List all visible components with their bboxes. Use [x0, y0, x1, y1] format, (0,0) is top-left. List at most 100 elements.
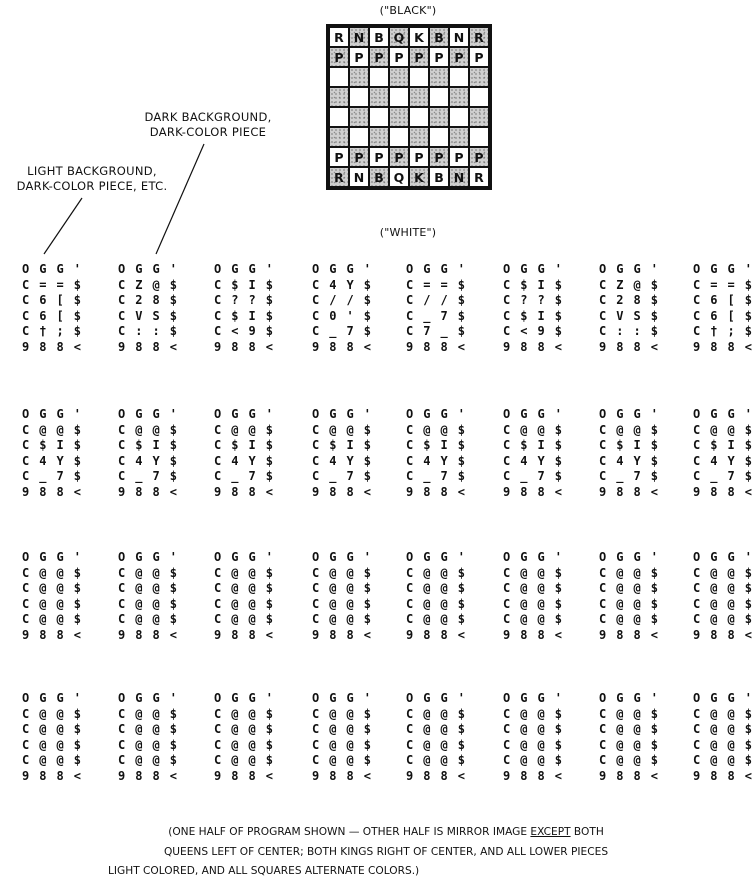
- code-line: C @ @ $: [503, 738, 563, 754]
- code-line: C @ @ $: [312, 566, 372, 582]
- code-line: C @ @ $: [118, 738, 178, 754]
- code-block: O G G 'C @ @ $C @ @ $C @ @ $C @ @ $9 8 8…: [599, 691, 659, 785]
- code-line: C $ I $: [22, 438, 82, 454]
- code-line: O G G ': [693, 691, 753, 707]
- code-line: 9 8 8 <: [214, 485, 274, 501]
- code-line: C @ @ $: [503, 597, 563, 613]
- code-line: C @ @ $: [406, 612, 466, 628]
- code-line: 9 8 8 <: [312, 485, 372, 501]
- footnote-line-3: LIGHT COLORED, AND ALL SQUARES ALTERNATE…: [96, 862, 676, 882]
- code-block: O G G 'C @ @ $C @ @ $C @ @ $C @ @ $9 8 8…: [406, 691, 466, 785]
- code-line: C $ I $: [503, 438, 563, 454]
- code-line: C @ @ $: [599, 722, 659, 738]
- code-line: C @ @ $: [406, 597, 466, 613]
- light-label-pointer: [44, 198, 82, 254]
- code-line: C @ @ $: [693, 612, 753, 628]
- code-line: 9 8 8 <: [22, 769, 82, 785]
- code-line: C @ @ $: [693, 423, 753, 439]
- code-line: O G G ': [312, 407, 372, 423]
- code-line: 9 8 8 <: [693, 628, 753, 644]
- code-line: C @ @ $: [214, 753, 274, 769]
- code-line: C @ @ $: [22, 423, 82, 439]
- code-line: 9 8 8 <: [118, 769, 178, 785]
- code-line: C @ @ $: [22, 597, 82, 613]
- code-block: O G G 'C Z @ $C 2 8 $C V S $C : : $9 8 8…: [599, 262, 659, 356]
- code-line: O G G ': [118, 550, 178, 566]
- code-line: C @ @ $: [599, 597, 659, 613]
- code-line: 9 8 8 <: [693, 769, 753, 785]
- code-line: C / / $: [312, 293, 372, 309]
- code-block: O G G 'C @ @ $C @ @ $C @ @ $C @ @ $9 8 8…: [693, 550, 753, 644]
- code-block: O G G 'C @ @ $C $ I $C 4 Y $C _ 7 $9 8 8…: [22, 407, 82, 501]
- code-line: 9 8 8 <: [312, 628, 372, 644]
- code-line: C @ @ $: [503, 753, 563, 769]
- code-line: C @ @ $: [118, 753, 178, 769]
- code-line: O G G ': [599, 262, 659, 278]
- code-line: C 4 Y $: [118, 454, 178, 470]
- code-line: C @ @ $: [22, 738, 82, 754]
- code-line: O G G ': [406, 691, 466, 707]
- code-block: O G G 'C $ I $C ? ? $C $ I $C < 9 $9 8 8…: [214, 262, 274, 356]
- code-block: O G G 'C @ @ $C @ @ $C @ @ $C @ @ $9 8 8…: [22, 691, 82, 785]
- code-line: O G G ': [214, 550, 274, 566]
- code-block: O G G 'C Z @ $C 2 8 $C V S $C : : $9 8 8…: [118, 262, 178, 356]
- code-line: O G G ': [693, 262, 753, 278]
- code-line: 9 8 8 <: [312, 769, 372, 785]
- code-line: C 4 Y $: [312, 454, 372, 470]
- code-line: C 4 Y $: [503, 454, 563, 470]
- code-line: C @ @ $: [118, 566, 178, 582]
- code-line: C @ @ $: [118, 597, 178, 613]
- code-block: O G G 'C @ @ $C @ @ $C @ @ $C @ @ $9 8 8…: [312, 550, 372, 644]
- code-line: C < 9 $: [214, 324, 274, 340]
- code-line: C @ @ $: [22, 753, 82, 769]
- code-line: O G G ': [312, 691, 372, 707]
- code-line: 9 8 8 <: [599, 628, 659, 644]
- code-line: C @ @ $: [22, 612, 82, 628]
- code-line: C @ @ $: [599, 612, 659, 628]
- code-line: C _ 7 $: [503, 469, 563, 485]
- code-line: C 4 Y $: [599, 454, 659, 470]
- code-line: C 4 Y $: [214, 454, 274, 470]
- code-line: 9 8 8 <: [503, 340, 563, 356]
- code-line: C $ I $: [503, 309, 563, 325]
- footnote-line-1: (ONE HALF OF PROGRAM SHOWN — OTHER HALF …: [96, 823, 676, 843]
- code-block: O G G 'C @ @ $C @ @ $C @ @ $C @ @ $9 8 8…: [214, 691, 274, 785]
- code-line: O G G ': [503, 691, 563, 707]
- code-block: O G G 'C @ @ $C $ I $C 4 Y $C _ 7 $9 8 8…: [312, 407, 372, 501]
- code-line: 9 8 8 <: [118, 485, 178, 501]
- code-block: O G G 'C = = $C / / $C _ 7 $C 7 _ $9 8 8…: [406, 262, 466, 356]
- code-line: C @ @ $: [118, 423, 178, 439]
- code-line: 9 8 8 <: [312, 340, 372, 356]
- code-line: 9 8 8 <: [599, 485, 659, 501]
- dark-label-pointer: [156, 144, 204, 254]
- code-line: 9 8 8 <: [406, 769, 466, 785]
- code-line: O G G ': [599, 691, 659, 707]
- code-line: C @ @ $: [312, 722, 372, 738]
- code-line: C @ @ $: [406, 423, 466, 439]
- code-line: C $ I $: [118, 438, 178, 454]
- code-line: C † ; $: [22, 324, 82, 340]
- code-block: O G G 'C @ @ $C @ @ $C @ @ $C @ @ $9 8 8…: [693, 691, 753, 785]
- code-line: C @ @ $: [22, 581, 82, 597]
- code-line: 9 8 8 <: [406, 340, 466, 356]
- code-line: C @ @ $: [406, 738, 466, 754]
- code-line: 9 8 8 <: [406, 628, 466, 644]
- code-line: 9 8 8 <: [693, 340, 753, 356]
- code-line: C / / $: [406, 293, 466, 309]
- code-line: C < 9 $: [503, 324, 563, 340]
- footnote: (ONE HALF OF PROGRAM SHOWN — OTHER HALF …: [96, 823, 676, 882]
- code-line: O G G ': [599, 550, 659, 566]
- code-line: C : : $: [599, 324, 659, 340]
- code-line: C @ @ $: [503, 581, 563, 597]
- code-line: C @ @ $: [22, 707, 82, 723]
- code-line: O G G ': [214, 407, 274, 423]
- code-line: C @ @ $: [22, 722, 82, 738]
- code-line: C @ @ $: [693, 566, 753, 582]
- code-line: 9 8 8 <: [118, 628, 178, 644]
- code-line: C 6 [ $: [693, 309, 753, 325]
- code-block: O G G 'C = = $C 6 [ $C 6 [ $C † ; $9 8 8…: [22, 262, 82, 356]
- code-line: C @ @ $: [503, 722, 563, 738]
- footnote-line-1-start: (ONE HALF OF PROGRAM SHOWN — OTHER HALF …: [168, 826, 530, 838]
- code-line: C _ 7 $: [118, 469, 178, 485]
- code-line: 9 8 8 <: [599, 340, 659, 356]
